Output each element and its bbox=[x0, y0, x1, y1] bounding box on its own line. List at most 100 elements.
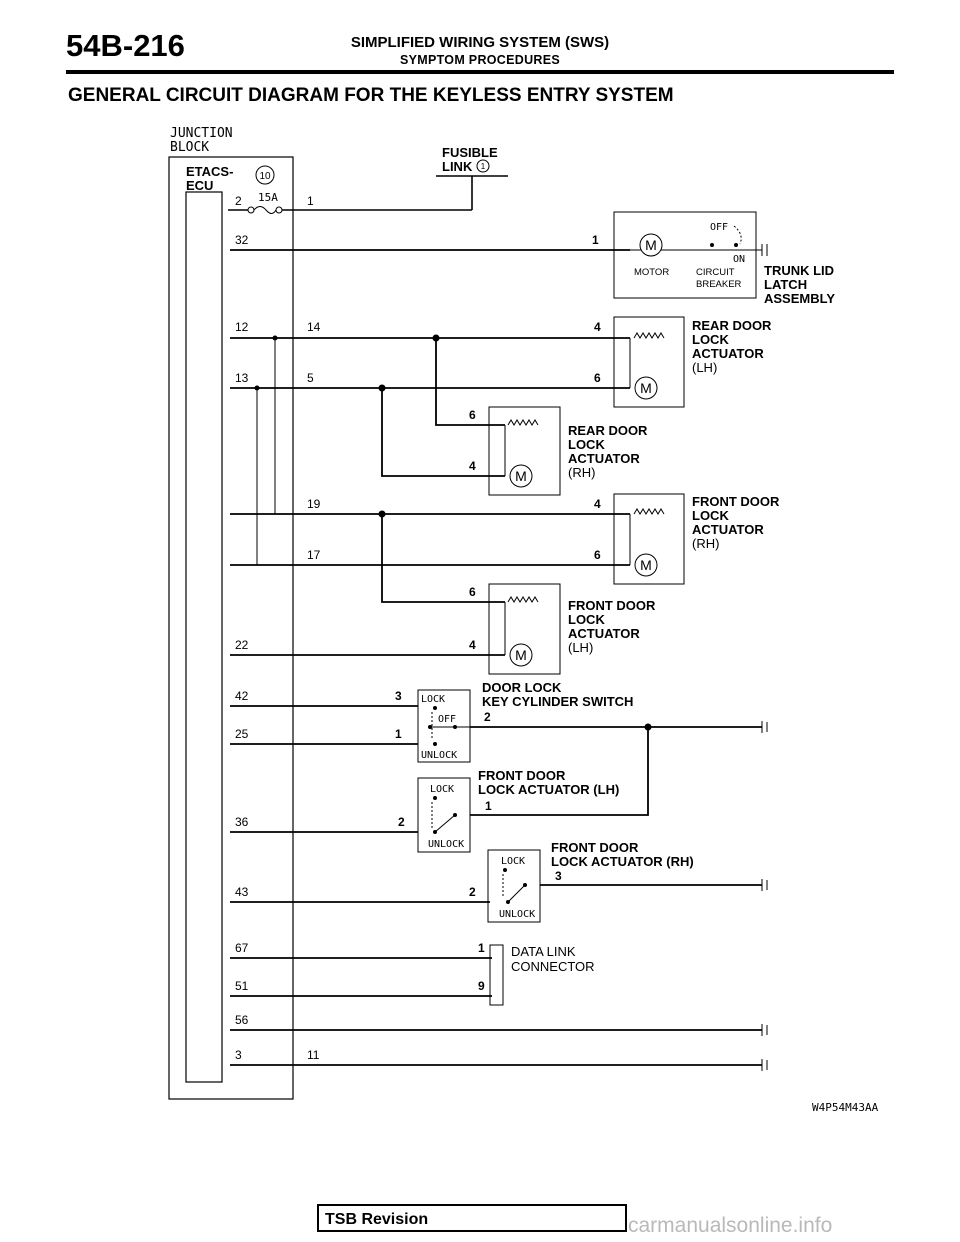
svg-text:LOCK: LOCK bbox=[430, 784, 454, 795]
svg-text:FRONT DOOR: FRONT DOOR bbox=[551, 840, 639, 855]
svg-text:11: 11 bbox=[307, 1048, 320, 1062]
svg-text:(RH): (RH) bbox=[692, 536, 719, 551]
fuse-15a: 15A bbox=[228, 191, 472, 214]
svg-text:6: 6 bbox=[469, 408, 476, 422]
svg-text:DOOR LOCK: DOOR LOCK bbox=[482, 680, 562, 695]
svg-text:67: 67 bbox=[235, 941, 249, 955]
jb-pin-labels: 1 14 5 19 17 11 bbox=[307, 194, 321, 1062]
coil-icon bbox=[633, 508, 665, 515]
svg-text:BLOCK: BLOCK bbox=[170, 140, 209, 155]
front-door-lock-actuator-rh: FRONT DOOR LOCK ACTUATOR (RH) bbox=[613, 493, 780, 585]
svg-text:4: 4 bbox=[594, 320, 601, 334]
ecu-connector-badge bbox=[255, 165, 275, 185]
svg-text:12: 12 bbox=[235, 320, 249, 334]
fusible-link: FUSIBLE LINK 1 bbox=[436, 145, 508, 210]
svg-text:FRONT DOOR: FRONT DOOR bbox=[568, 598, 656, 613]
svg-text:ACTUATOR: ACTUATOR bbox=[692, 346, 764, 361]
section-name: SYMPTOM PROCEDURES bbox=[399, 53, 561, 67]
svg-text:ACTUATOR: ACTUATOR bbox=[568, 626, 640, 641]
svg-text:6: 6 bbox=[594, 371, 601, 385]
svg-text:1: 1 bbox=[307, 194, 314, 208]
svg-text:4: 4 bbox=[469, 459, 476, 473]
internal-lines bbox=[256, 338, 290, 566]
svg-text:56: 56 bbox=[235, 1013, 249, 1027]
svg-text:FUSIBLE: FUSIBLE bbox=[442, 145, 498, 160]
svg-text:ASSEMBLY: ASSEMBLY bbox=[764, 291, 835, 306]
etacs-ecu-box bbox=[185, 191, 223, 1083]
coil-icon bbox=[507, 596, 539, 603]
etacs-ecu-label: ETACS- ECU bbox=[186, 164, 233, 193]
watermark: carmanualsonline.info bbox=[628, 1214, 833, 1237]
svg-text:LINK: LINK bbox=[442, 159, 473, 174]
svg-text:OFF: OFF bbox=[438, 714, 456, 725]
svg-text:FRONT DOOR: FRONT DOOR bbox=[692, 494, 780, 509]
svg-text:UNLOCK: UNLOCK bbox=[428, 839, 464, 850]
svg-text:36: 36 bbox=[235, 815, 249, 829]
page-title: GENERAL CIRCUIT DIAGRAM FOR THE KEYLESS … bbox=[68, 85, 674, 106]
wiring bbox=[230, 337, 762, 1066]
svg-text:ETACS-: ETACS- bbox=[186, 164, 233, 179]
front-door-lock-switch-lh: LOCK UNLOCK FRONT DOOR LOCK ACTUATOR (LH… bbox=[417, 768, 619, 853]
svg-text:REAR DOOR: REAR DOOR bbox=[568, 423, 648, 438]
svg-text:3: 3 bbox=[395, 689, 402, 703]
svg-text:3: 3 bbox=[555, 869, 562, 883]
svg-text:LOCK: LOCK bbox=[568, 437, 605, 452]
trunk-motor-icon bbox=[639, 233, 663, 257]
junction-block-box bbox=[168, 156, 294, 1100]
svg-text:LOCK ACTUATOR (RH): LOCK ACTUATOR (RH) bbox=[551, 854, 694, 869]
svg-text:FRONT DOOR: FRONT DOOR bbox=[478, 768, 566, 783]
svg-text:KEY CYLINDER SWITCH: KEY CYLINDER SWITCH bbox=[482, 694, 633, 709]
header-rule bbox=[66, 70, 894, 74]
svg-text:DATA LINK: DATA LINK bbox=[511, 944, 576, 959]
svg-text:1: 1 bbox=[395, 727, 402, 741]
block-outlines bbox=[168, 156, 294, 1100]
svg-text:32: 32 bbox=[235, 233, 249, 247]
svg-text:51: 51 bbox=[235, 979, 249, 993]
svg-text:19: 19 bbox=[307, 497, 321, 511]
coil-icon bbox=[507, 419, 539, 426]
svg-text:CIRCUIT: CIRCUIT bbox=[696, 267, 735, 278]
motor-icon bbox=[634, 376, 658, 400]
svg-text:(RH): (RH) bbox=[568, 465, 595, 480]
svg-text:22: 22 bbox=[235, 638, 249, 652]
svg-text:REAR DOOR: REAR DOOR bbox=[692, 318, 772, 333]
door-lock-key-cylinder-switch: LOCK OFF UNLOCK DOOR LOCK KEY CYLINDER S… bbox=[417, 680, 633, 763]
front-door-lock-switch-rh: LOCK UNLOCK FRONT DOOR LOCK ACTUATOR (RH… bbox=[487, 840, 694, 923]
svg-text:2: 2 bbox=[469, 885, 476, 899]
svg-text:LOCK: LOCK bbox=[421, 694, 445, 705]
motor-icon bbox=[634, 553, 658, 577]
svg-text:15A: 15A bbox=[258, 191, 278, 204]
svg-text:1: 1 bbox=[485, 799, 492, 813]
svg-text:MOTOR: MOTOR bbox=[634, 267, 669, 278]
rear-door-lock-actuator-rh: REAR DOOR LOCK ACTUATOR (RH) bbox=[488, 406, 648, 496]
svg-text:ACTUATOR: ACTUATOR bbox=[692, 522, 764, 537]
svg-text:5: 5 bbox=[307, 371, 314, 385]
svg-text:4: 4 bbox=[469, 638, 476, 652]
svg-text:BREAKER: BREAKER bbox=[696, 279, 742, 290]
coil-icon bbox=[633, 332, 665, 339]
svg-text:LOCK: LOCK bbox=[692, 508, 729, 523]
svg-text:17: 17 bbox=[307, 548, 321, 562]
rear-door-lock-actuator-lh: REAR DOOR LOCK ACTUATOR (LH) bbox=[613, 316, 772, 408]
svg-text:JUNCTION: JUNCTION bbox=[170, 126, 233, 141]
svg-text:LOCK: LOCK bbox=[568, 612, 605, 627]
data-link-connector: DATA LINK CONNECTOR bbox=[489, 944, 595, 1006]
tsb-revision-box: TSB Revision bbox=[317, 1204, 627, 1232]
svg-text:(LH): (LH) bbox=[568, 640, 593, 655]
svg-text:6: 6 bbox=[469, 585, 476, 599]
svg-text:LATCH: LATCH bbox=[764, 277, 807, 292]
page-number: 54B-216 bbox=[66, 28, 185, 63]
svg-text:42: 42 bbox=[235, 689, 249, 703]
junction-block-label: JUNCTION BLOCK bbox=[170, 126, 233, 155]
continuation-marks bbox=[761, 244, 768, 1071]
manual-title: SIMPLIFIED WIRING SYSTEM (SWS) bbox=[350, 34, 610, 51]
svg-text:1: 1 bbox=[481, 162, 486, 171]
svg-text:9: 9 bbox=[478, 979, 485, 993]
svg-text:LOCK ACTUATOR (LH): LOCK ACTUATOR (LH) bbox=[478, 782, 619, 797]
svg-text:ACTUATOR: ACTUATOR bbox=[568, 451, 640, 466]
svg-text:1: 1 bbox=[592, 233, 599, 247]
trunk-lid-latch: OFF ON MOTOR CIRCUIT BREAKER TRUNK LID L… bbox=[230, 211, 835, 306]
front-door-lock-actuator-lh: FRONT DOOR LOCK ACTUATOR (LH) bbox=[488, 583, 656, 675]
svg-text:6: 6 bbox=[594, 548, 601, 562]
